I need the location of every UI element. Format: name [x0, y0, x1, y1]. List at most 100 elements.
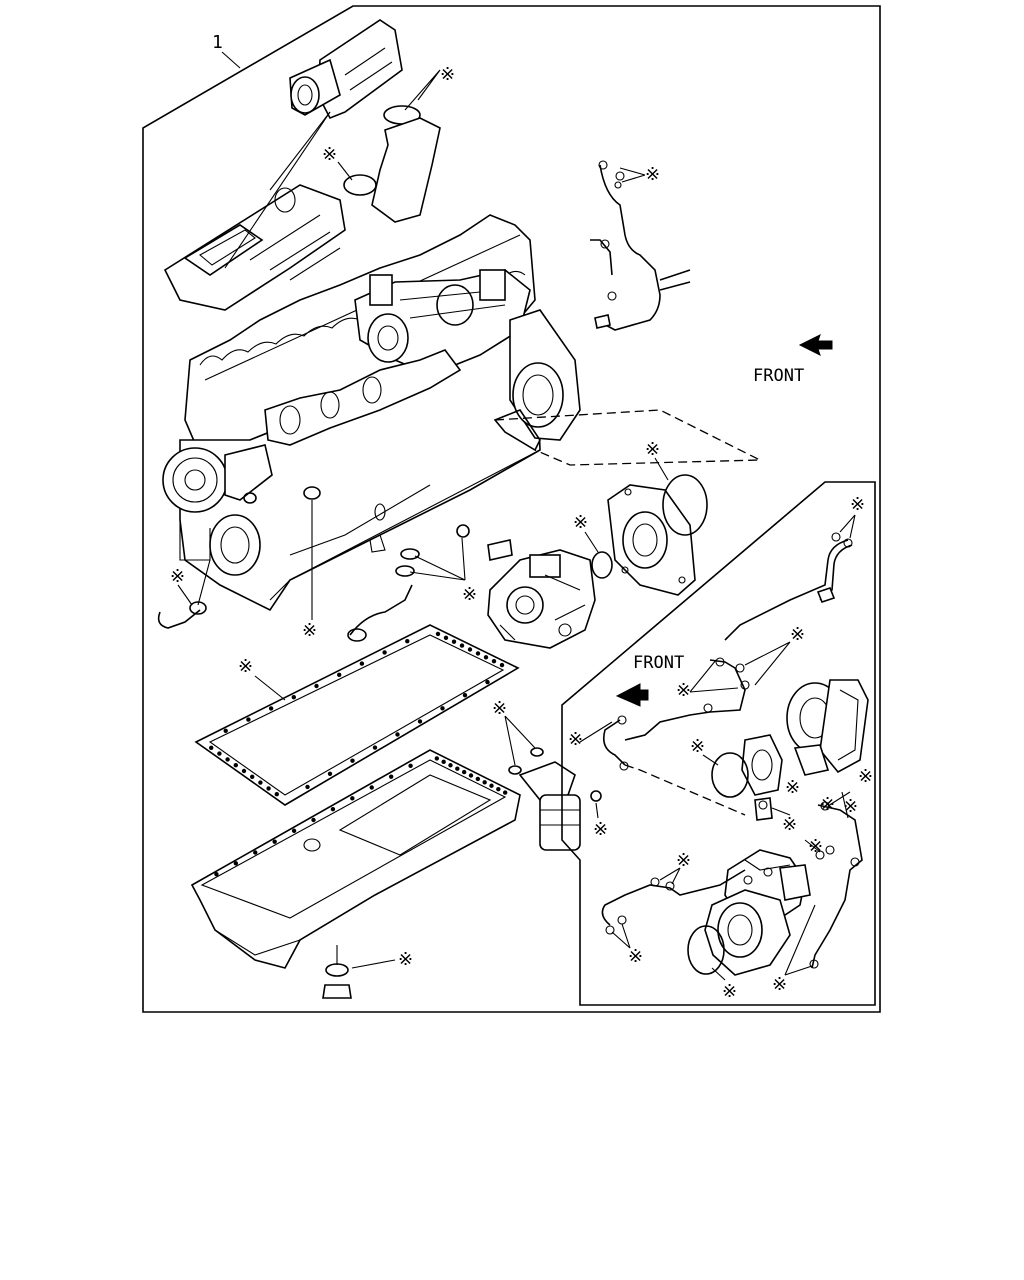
bolt-hole [225, 757, 230, 762]
coolant-pipe-fitting [809, 959, 819, 969]
pipe-fitting [740, 680, 750, 690]
outlet-gasket [343, 174, 377, 196]
fitting-sealing-washer [456, 524, 470, 538]
oil-cooler-o-ring [687, 925, 725, 975]
leader-leak-off [619, 167, 646, 183]
service-mark: ※ [628, 946, 643, 967]
drain-pipe-fitting [617, 715, 627, 725]
service-mark: ※ [462, 584, 477, 605]
coolant-pipe-fitting [825, 845, 835, 855]
service-mark: ※ [645, 439, 660, 460]
leader-cooler-bolts [784, 904, 816, 976]
service-mark: ※ [238, 656, 253, 677]
leader-coolant-fitting-2 [804, 791, 849, 853]
leader-adapter-o-ring [654, 457, 669, 481]
block-o-ring [303, 486, 321, 500]
leader-manifold-gasket-2 [269, 111, 331, 191]
leader-drain-pipe [579, 721, 613, 743]
service-mark: ※ [593, 819, 608, 840]
service-mark: ※ [808, 836, 823, 857]
supply-pump [487, 549, 596, 649]
leader-pipe-mark [177, 584, 193, 606]
pipe-fitting [715, 657, 725, 667]
dipstick-tube [289, 484, 431, 556]
item-number-label: 1 [212, 32, 223, 53]
service-mark: ※ [782, 814, 797, 835]
leader-filter-washer [595, 802, 599, 819]
egr-pipe-fitting [650, 877, 660, 887]
leader-pan-gasket [254, 675, 286, 701]
coolant-pipe-fitting [850, 857, 860, 867]
leader-manifold-gasket [224, 111, 331, 269]
front-label-main: FRONT [753, 366, 804, 386]
bolt-hole [314, 683, 319, 689]
service-mark: ※ [573, 512, 588, 533]
bolt-hole [258, 780, 263, 785]
water-pump-pulley [162, 444, 273, 513]
service-mark: ※ [722, 981, 737, 1002]
front-label-inset: FRONT [633, 653, 684, 673]
bolt-hole [272, 839, 277, 844]
bolt-hole [461, 769, 467, 775]
fuel-leak-off-pipe [590, 160, 691, 331]
turbo-oil-feed-pipe-2 [819, 544, 853, 601]
oil-pan-gasket [194, 624, 520, 806]
water-outlet-pipe [371, 117, 441, 223]
leader-egr-pipe-2 [611, 923, 631, 949]
front-housing [209, 514, 261, 576]
turbo-feed-end [816, 587, 836, 603]
pipe-fitting [735, 663, 745, 673]
bolt-hole [448, 763, 453, 768]
small-clip [369, 534, 386, 553]
service-mark: ※ [568, 729, 583, 750]
bolt-hole [246, 717, 251, 722]
pump-adapter-o-ring [662, 474, 708, 536]
leader-turbo-ring [702, 754, 719, 766]
bolt-hole [291, 828, 297, 834]
service-mark: ※ [785, 777, 800, 798]
service-mark: ※ [790, 624, 805, 645]
turbo-drain-pipe [602, 719, 626, 766]
leader-front-cover [179, 520, 211, 561]
bolt-hole [467, 647, 473, 652]
service-mark: ※ [440, 64, 455, 85]
leader-coolant-fitting [827, 791, 851, 807]
service-mark: ※ [676, 850, 691, 871]
service-mark: ※ [820, 794, 835, 815]
bolt-hole [217, 751, 222, 756]
oil-return-flange [347, 628, 367, 642]
bolt-hole [372, 745, 378, 750]
leader-sealing-rings [409, 537, 466, 581]
leader-egr-bolt [771, 807, 791, 816]
bolt-hole [408, 763, 413, 769]
leader-outlet-gasket [337, 161, 353, 181]
oil-cooler-cover [704, 889, 791, 976]
service-mark: ※ [690, 736, 705, 757]
inset-frame-diagonal [561, 481, 826, 706]
bolt-hole [502, 790, 508, 795]
rear-cover [509, 309, 581, 441]
service-mark: ※ [302, 620, 317, 641]
oil-pipe-o-ring [189, 601, 207, 615]
service-mark: ※ [843, 796, 858, 817]
bolt-hole [388, 774, 394, 779]
service-mark: ※ [170, 566, 185, 587]
bolt-hole [327, 771, 333, 776]
bolt-hole [475, 651, 481, 656]
kit-frame [142, 5, 881, 1013]
bolt-hole [369, 785, 374, 790]
leader-egr-pipe [659, 867, 681, 885]
service-mark: ※ [772, 974, 787, 995]
service-mark: ※ [858, 766, 873, 787]
bolt-hole [274, 792, 279, 797]
bolt-hole [499, 662, 505, 668]
service-mark: ※ [322, 144, 337, 165]
turbo-oil-feed-fitting [831, 532, 841, 542]
bolt-hole [489, 783, 494, 788]
service-mark: ※ [492, 698, 507, 719]
bolt-hole [468, 773, 474, 778]
leader-dashed-inset [624, 764, 746, 816]
sealing-ring [400, 548, 420, 560]
bolt-hole [441, 759, 446, 765]
